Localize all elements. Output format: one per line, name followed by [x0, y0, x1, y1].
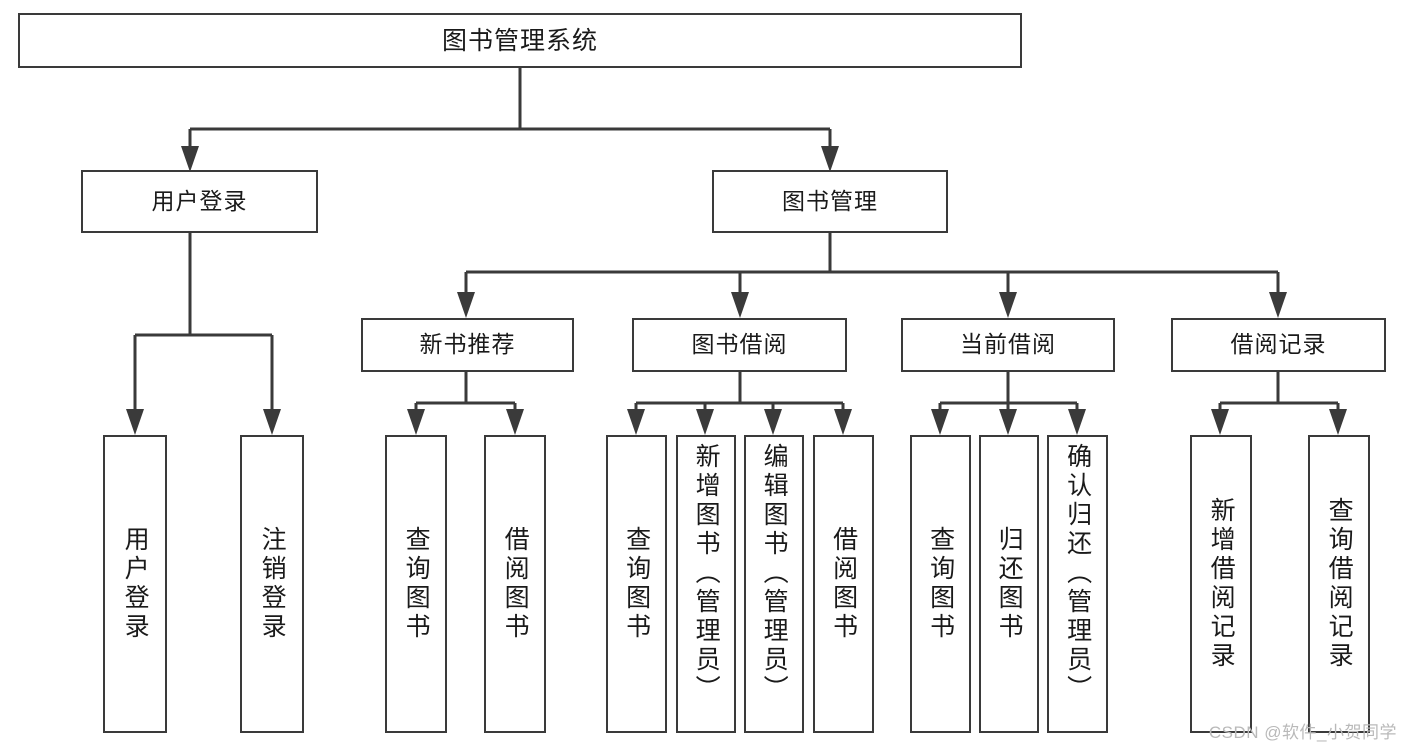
node-user-login[interactable]: 用户登录 [81, 170, 318, 233]
csdn-watermark: CSDN @软件_小贺同学 [1208, 723, 1397, 742]
leaf-add-borrow-record[interactable]: 新增借阅记录 [1190, 435, 1252, 733]
node-root-system[interactable]: 图书管理系统 [18, 13, 1022, 68]
node-label: 新增图书（管理员） [692, 443, 721, 704]
node-new-book-recommend[interactable]: 新书推荐 [361, 318, 574, 372]
node-borrow-records[interactable]: 借阅记录 [1171, 318, 1386, 372]
node-label: 借阅图书 [829, 526, 858, 642]
node-label: 编辑图书（管理员） [760, 443, 789, 704]
node-label: 借阅图书 [501, 526, 530, 642]
node-label: 查询图书 [926, 526, 955, 642]
node-label: 新书推荐 [419, 331, 516, 358]
node-label: 用户登录 [121, 526, 150, 642]
leaf-add-book-admin[interactable]: 新增图书（管理员） [676, 435, 736, 733]
leaf-query-book-current[interactable]: 查询图书 [910, 435, 971, 733]
node-label: 用户登录 [151, 187, 248, 214]
leaf-user-login[interactable]: 用户登录 [103, 435, 167, 733]
node-book-management[interactable]: 图书管理 [712, 170, 948, 233]
node-current-borrow[interactable]: 当前借阅 [901, 318, 1115, 372]
leaf-borrow-book[interactable]: 借阅图书 [813, 435, 874, 733]
leaf-confirm-return-admin[interactable]: 确认归还（管理员） [1047, 435, 1108, 733]
node-label: 查询图书 [622, 526, 651, 642]
node-label: 图书管理 [782, 187, 878, 214]
node-label: 确认归还（管理员） [1063, 443, 1092, 704]
node-label: 新增借阅记录 [1207, 497, 1236, 671]
node-label: 查询图书 [402, 526, 431, 642]
node-label: 图书借阅 [691, 331, 788, 358]
leaf-query-borrow-record[interactable]: 查询借阅记录 [1308, 435, 1370, 733]
node-label: 当前借阅 [960, 331, 1056, 358]
node-label: 借阅记录 [1230, 331, 1327, 358]
node-label: 查询借阅记录 [1325, 497, 1354, 671]
leaf-borrow-book-recommend[interactable]: 借阅图书 [484, 435, 546, 733]
leaf-edit-book-admin[interactable]: 编辑图书（管理员） [744, 435, 804, 733]
leaf-query-book-borrow[interactable]: 查询图书 [606, 435, 667, 733]
node-label: 归还图书 [995, 526, 1024, 642]
node-book-borrow[interactable]: 图书借阅 [632, 318, 847, 372]
node-label: 注销登录 [258, 526, 287, 642]
node-label: 图书管理系统 [441, 26, 598, 55]
leaf-return-book[interactable]: 归还图书 [979, 435, 1039, 733]
leaf-logout[interactable]: 注销登录 [240, 435, 304, 733]
leaf-query-book-recommend[interactable]: 查询图书 [385, 435, 447, 733]
